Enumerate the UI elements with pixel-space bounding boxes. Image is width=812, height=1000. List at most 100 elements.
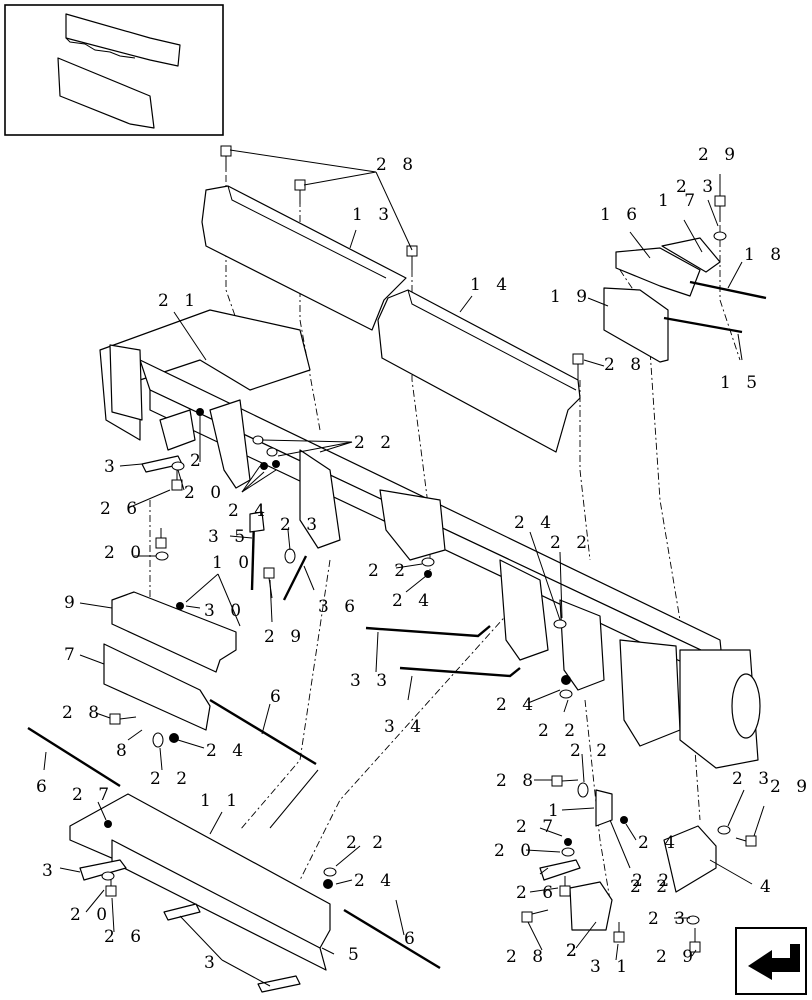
callout-label: 2 6: [100, 499, 142, 519]
callout-label: 2 2: [632, 871, 674, 891]
bolt-icon: [155, 528, 167, 549]
washer-icon: [561, 847, 575, 857]
callout-labels: 2 8 2 9 2 3 1 3 1 7 1 6 1 8 1 4 1 9 2 1 …: [36, 145, 812, 977]
washer-icon: [421, 557, 435, 567]
washer-icon: [559, 689, 573, 699]
bolt-icon: [263, 567, 275, 599]
callout-label: 2 2: [354, 433, 396, 453]
bolt-icon: [220, 145, 232, 170]
bolt-icon: [735, 835, 757, 847]
washer-icon: [101, 871, 115, 881]
callout-label: 3 5: [208, 527, 250, 547]
main-frame: [99, 309, 761, 769]
callout-label: 6: [36, 777, 52, 797]
callout-label: 2 0: [70, 905, 112, 925]
callout-label: 2 4: [206, 741, 248, 761]
washer-icon: [553, 619, 567, 629]
callout-label: 3 0: [204, 601, 246, 621]
callout-label: 1 5: [720, 373, 762, 393]
callout-label: 2 9: [698, 145, 740, 165]
callout-label: 2 6: [104, 927, 146, 947]
callout-label: 3 6: [318, 597, 360, 617]
washer-icon: [577, 782, 589, 798]
washer-icon: [284, 548, 296, 564]
shield-9-7: [103, 591, 237, 731]
bolt-icon: [406, 245, 418, 270]
nut-icon: [176, 602, 184, 610]
bolt-icon: [521, 909, 549, 923]
leader-lines: [43, 149, 765, 987]
callout-label: 1 8: [744, 245, 786, 265]
bolt-icon: [294, 179, 306, 204]
callout-label: 2 2: [368, 561, 410, 581]
callout-label: 2 4: [638, 833, 680, 853]
callout-label: 2 2: [570, 741, 612, 761]
callout-label: 2 2: [150, 769, 192, 789]
callout-label: 2 6: [516, 883, 558, 903]
callout-label: 5: [348, 945, 364, 965]
callout-label: 1 3: [352, 205, 394, 225]
small-brackets: [79, 455, 717, 993]
callout-label: 3: [42, 861, 58, 881]
callout-label: 2 9: [264, 627, 306, 647]
callout-label: 3 1: [590, 957, 632, 977]
callout-label: 1 9: [550, 287, 592, 307]
upper-shield-13: [201, 185, 407, 331]
thumbnail-inset: [4, 4, 224, 136]
callout-label: 6: [270, 687, 286, 707]
nut-icon: [169, 733, 179, 743]
washer-icon: [252, 435, 264, 445]
bolt-icon: [572, 353, 584, 380]
washer-icon: [717, 825, 731, 835]
callout-label: 3 3: [350, 671, 392, 691]
callout-label: 1 7: [658, 191, 700, 211]
hardware: [101, 145, 757, 953]
callout-label: 9: [64, 593, 80, 613]
callout-label: 1: [548, 801, 564, 821]
callout-label: 6: [404, 929, 420, 949]
callout-label: 1 0: [212, 553, 254, 573]
callout-label: 2 2: [346, 833, 388, 853]
callout-label: 8: [116, 741, 132, 761]
nut-icon: [272, 460, 280, 468]
callout-label: 2: [566, 941, 582, 961]
next-page-arrow-icon[interactable]: [735, 927, 807, 995]
callout-label: 2 1: [158, 291, 200, 311]
nut-icon: [620, 816, 628, 824]
callout-label: 2 7: [516, 817, 558, 837]
callout-label: 2 4: [514, 513, 556, 533]
upper-shield-14: [377, 289, 581, 453]
washer-icon: [152, 732, 164, 748]
callout-label: 2 8: [506, 947, 548, 967]
callout-label: 2 9: [770, 777, 812, 797]
washer-icon: [266, 447, 278, 457]
callout-label: 2: [566, 941, 582, 961]
callout-label: 2 3: [280, 515, 322, 535]
callout-label: 2 8: [496, 771, 538, 791]
nut-icon: [104, 820, 112, 828]
callout-label: 7: [64, 645, 80, 665]
callout-label: 2 3: [676, 177, 718, 197]
bottom-plate-11-5: [69, 793, 331, 971]
nut-icon: [260, 462, 268, 470]
callout-label: 2 8: [376, 155, 418, 175]
callout-label: 3: [204, 953, 220, 973]
callout-label: 2 9: [656, 947, 698, 967]
nut-icon: [323, 879, 333, 889]
callout-label: 2: [190, 451, 206, 471]
washer-icon: [171, 461, 185, 471]
bolt-icon: [613, 922, 625, 943]
callout-label: 2 3: [648, 909, 690, 929]
callout-label: 1 6: [600, 205, 642, 225]
callout-label: 2 0: [184, 483, 226, 503]
nut-icon: [561, 675, 571, 685]
bolt-icon: [559, 876, 571, 897]
side-shield-16-19: [603, 237, 721, 363]
washer-icon: [155, 551, 169, 561]
callout-label: 2 8: [604, 355, 646, 375]
callout-label: 2 4: [392, 591, 434, 611]
callout-label: 2 3: [732, 769, 774, 789]
callout-label: 2 8: [62, 703, 104, 723]
